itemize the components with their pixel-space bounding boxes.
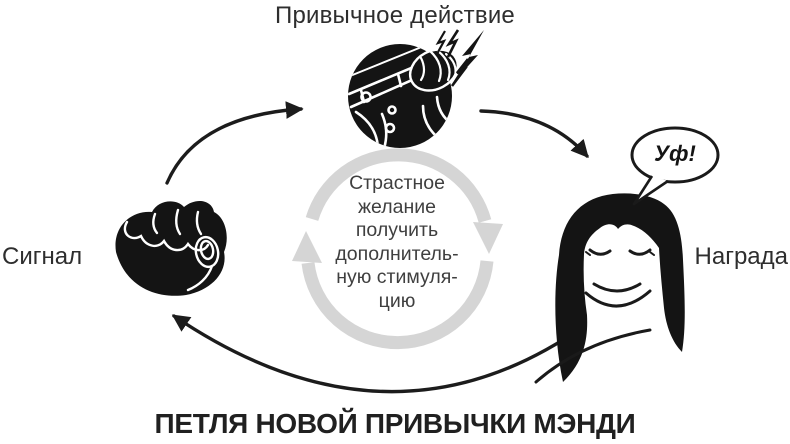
slap-leg-icon	[348, 29, 484, 148]
closed-eye-right	[628, 248, 652, 256]
loop-arrowhead-right	[473, 222, 503, 254]
shoulder-line	[534, 328, 652, 384]
craving-text: Страстное желание получить дополнитель- …	[302, 172, 492, 313]
smile	[592, 282, 642, 293]
craving-text-line: ную стимуля-	[336, 266, 458, 288]
craving-text-line: дополнитель-	[335, 242, 459, 265]
impact-bolts	[435, 29, 484, 87]
routine-label: Привычное действие	[275, 2, 515, 29]
closed-eye-left	[588, 248, 612, 256]
loop-top-arc	[305, 148, 492, 223]
chin-line	[584, 289, 652, 308]
craving-text-line: Страстное	[349, 172, 445, 194]
cue-label: Сигнал	[2, 243, 83, 270]
craving-text-line: получить	[355, 219, 439, 241]
loop-bottom-arc	[301, 260, 494, 350]
reward-label: Награда	[694, 243, 788, 270]
cycle-arrows	[165, 101, 589, 394]
craving-text-line: желание	[358, 195, 436, 218]
speech-bubble-text: Уф!	[654, 141, 696, 166]
hair	[555, 193, 685, 382]
craving-text-line: цию	[378, 289, 416, 312]
diagram-caption: ПЕТЛЯ НОВОЙ ПРИВЫЧКИ МЭНДИ	[154, 408, 636, 439]
fist-icon	[115, 200, 227, 296]
loop-arrowhead-left	[292, 231, 322, 263]
speech-bubble	[630, 126, 720, 206]
craving-loop-arrows	[292, 148, 503, 350]
slapping-hand	[408, 48, 460, 92]
arrow-reward-to-cue	[171, 314, 586, 394]
woman-relieved-icon	[534, 126, 720, 384]
arrow-routine-to-reward	[479, 109, 589, 158]
arrow-cue-to-routine	[165, 101, 304, 185]
